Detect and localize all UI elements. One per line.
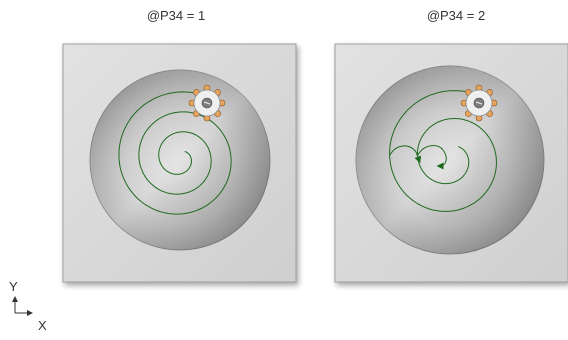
tool-slot <box>203 101 211 105</box>
cutting-tool-2-icon <box>460 84 498 122</box>
spiral-path-1 <box>118 91 232 215</box>
cutting-tool-1-icon <box>188 84 226 122</box>
panel-1 <box>62 43 297 283</box>
panel-2 <box>334 43 568 283</box>
y-axis-label: Y <box>9 279 18 294</box>
return-arrow-2 <box>417 145 447 170</box>
x-axis-arrow-icon <box>27 310 33 316</box>
tool-slot <box>475 101 483 105</box>
panel-1-title: @P34 = 1 <box>146 8 206 23</box>
spiral-path-2 <box>389 90 497 212</box>
pocket-2-highlight <box>356 66 544 254</box>
y-axis-arrow-icon <box>12 296 18 302</box>
axis-triad <box>12 296 33 316</box>
x-axis-label: X <box>38 318 47 333</box>
panel-2-title: @P34 = 2 <box>426 8 486 23</box>
return-arrow-1 <box>389 145 422 164</box>
pocket-1-highlight <box>90 70 270 250</box>
